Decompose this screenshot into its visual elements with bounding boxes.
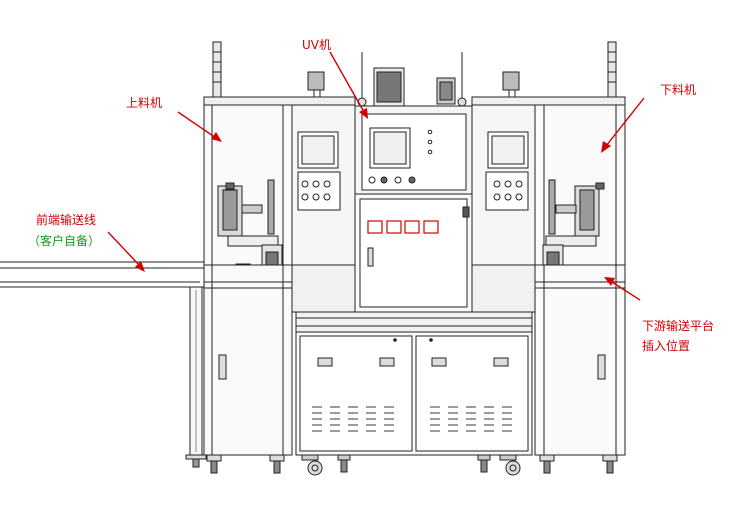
uv-machine-label: UV机: [302, 38, 331, 52]
annotation-arrows: [107, 51, 645, 301]
unloader-label: 下料机: [660, 83, 697, 97]
uv-machine: [295, 52, 533, 476]
customer-supplied-note: （客户自备）: [28, 234, 101, 248]
front-conveyor-label: 前端输送线: [36, 213, 97, 227]
insertion-position-label: 插入位置: [642, 339, 691, 353]
loader-label: 上料机: [126, 96, 163, 110]
front-conveyor: [0, 261, 241, 468]
downstream-platform-label: 下游输送平台: [642, 319, 715, 333]
loader-machine: [203, 41, 356, 474]
unloader-machine: [471, 41, 626, 474]
